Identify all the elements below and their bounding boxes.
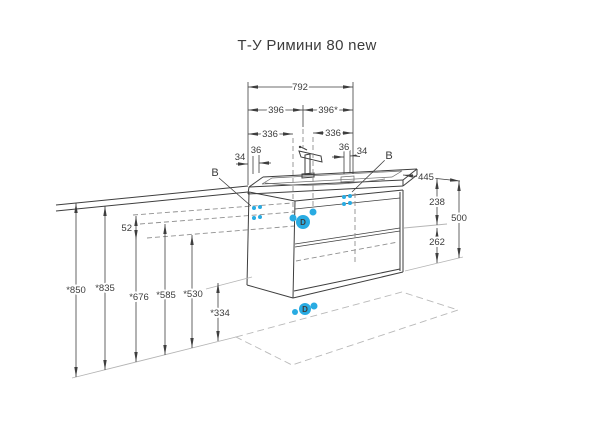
dim-total-width: 792 — [248, 80, 353, 95]
dim-hole-offset-left-label: 336 — [262, 129, 278, 140]
hole-marker-left-label: В — [211, 167, 218, 179]
hole-marker-right-label: В — [385, 150, 392, 162]
hole-group-right-front — [342, 194, 352, 206]
dim-half-widths: 396 396* — [248, 103, 353, 118]
dim-wall-top-label: *850 — [66, 285, 86, 296]
big-dot-letter: D — [300, 218, 306, 227]
dim-edge-details-right: 36 34 — [332, 140, 369, 159]
dim-floor-heights: *850 *835 52 *676 *585 *530 *334 — [64, 203, 253, 377]
dim-334-label: *334 — [210, 308, 230, 319]
dim-hole-offset-right-label: 336 — [325, 128, 341, 139]
dim-top-to-divider-label: 238 — [429, 197, 445, 208]
floor-projection-outline — [234, 291, 460, 366]
mounting-rail-hidden-lines — [132, 202, 296, 239]
big-dot-letter-bottom: D — [302, 305, 308, 314]
dim-divider-to-bottom-label: 262 — [429, 237, 445, 248]
dim-rail-gap-label: 52 — [121, 223, 132, 234]
hole-marker-right: В — [351, 148, 395, 193]
dim-total-width-label: 792 — [292, 82, 308, 93]
dim-676-label: *676 — [129, 292, 149, 303]
drain-dots-bottom: D — [292, 302, 318, 315]
dim-edge-details-left: 34 36 — [233, 143, 271, 166]
wall-edge-lines — [55, 185, 249, 212]
dim-34-right-label: 34 — [357, 146, 368, 157]
cabinet-body — [246, 189, 404, 299]
mounting-dots: D D — [252, 194, 352, 315]
hole-group-left-panel — [252, 205, 262, 220]
dim-height-total-label: 500 — [451, 213, 467, 224]
top-extension-lines — [247, 82, 354, 213]
dim-530-label: *530 — [183, 289, 203, 300]
dim-half-left-label: 396 — [268, 105, 284, 116]
floor-line — [71, 336, 237, 379]
washbasin — [247, 168, 418, 195]
dim-hole-offsets: 336 336 — [248, 126, 353, 142]
dim-depth-label: 445 — [418, 172, 434, 183]
hole-marker-left: В — [209, 165, 252, 207]
dim-36-left-label: 36 — [251, 145, 262, 156]
drain-dots-front-edge: D — [289, 208, 317, 229]
faucet-lever-knob — [298, 145, 302, 149]
dim-depth: 445 — [402, 170, 461, 185]
dim-wall-bottom-label: *835 — [95, 283, 115, 294]
faucet — [298, 145, 323, 179]
overflow-hole — [340, 175, 355, 183]
dim-heights-right: 238 262 500 — [403, 179, 469, 272]
dim-36-right-label: 36 — [339, 142, 350, 153]
dim-34-left-label: 34 — [235, 152, 246, 163]
drawing-title: Т-У Римини 80 new — [237, 37, 376, 54]
dim-half-right-label: 396* — [318, 105, 338, 116]
dim-585-label: *585 — [156, 290, 176, 301]
